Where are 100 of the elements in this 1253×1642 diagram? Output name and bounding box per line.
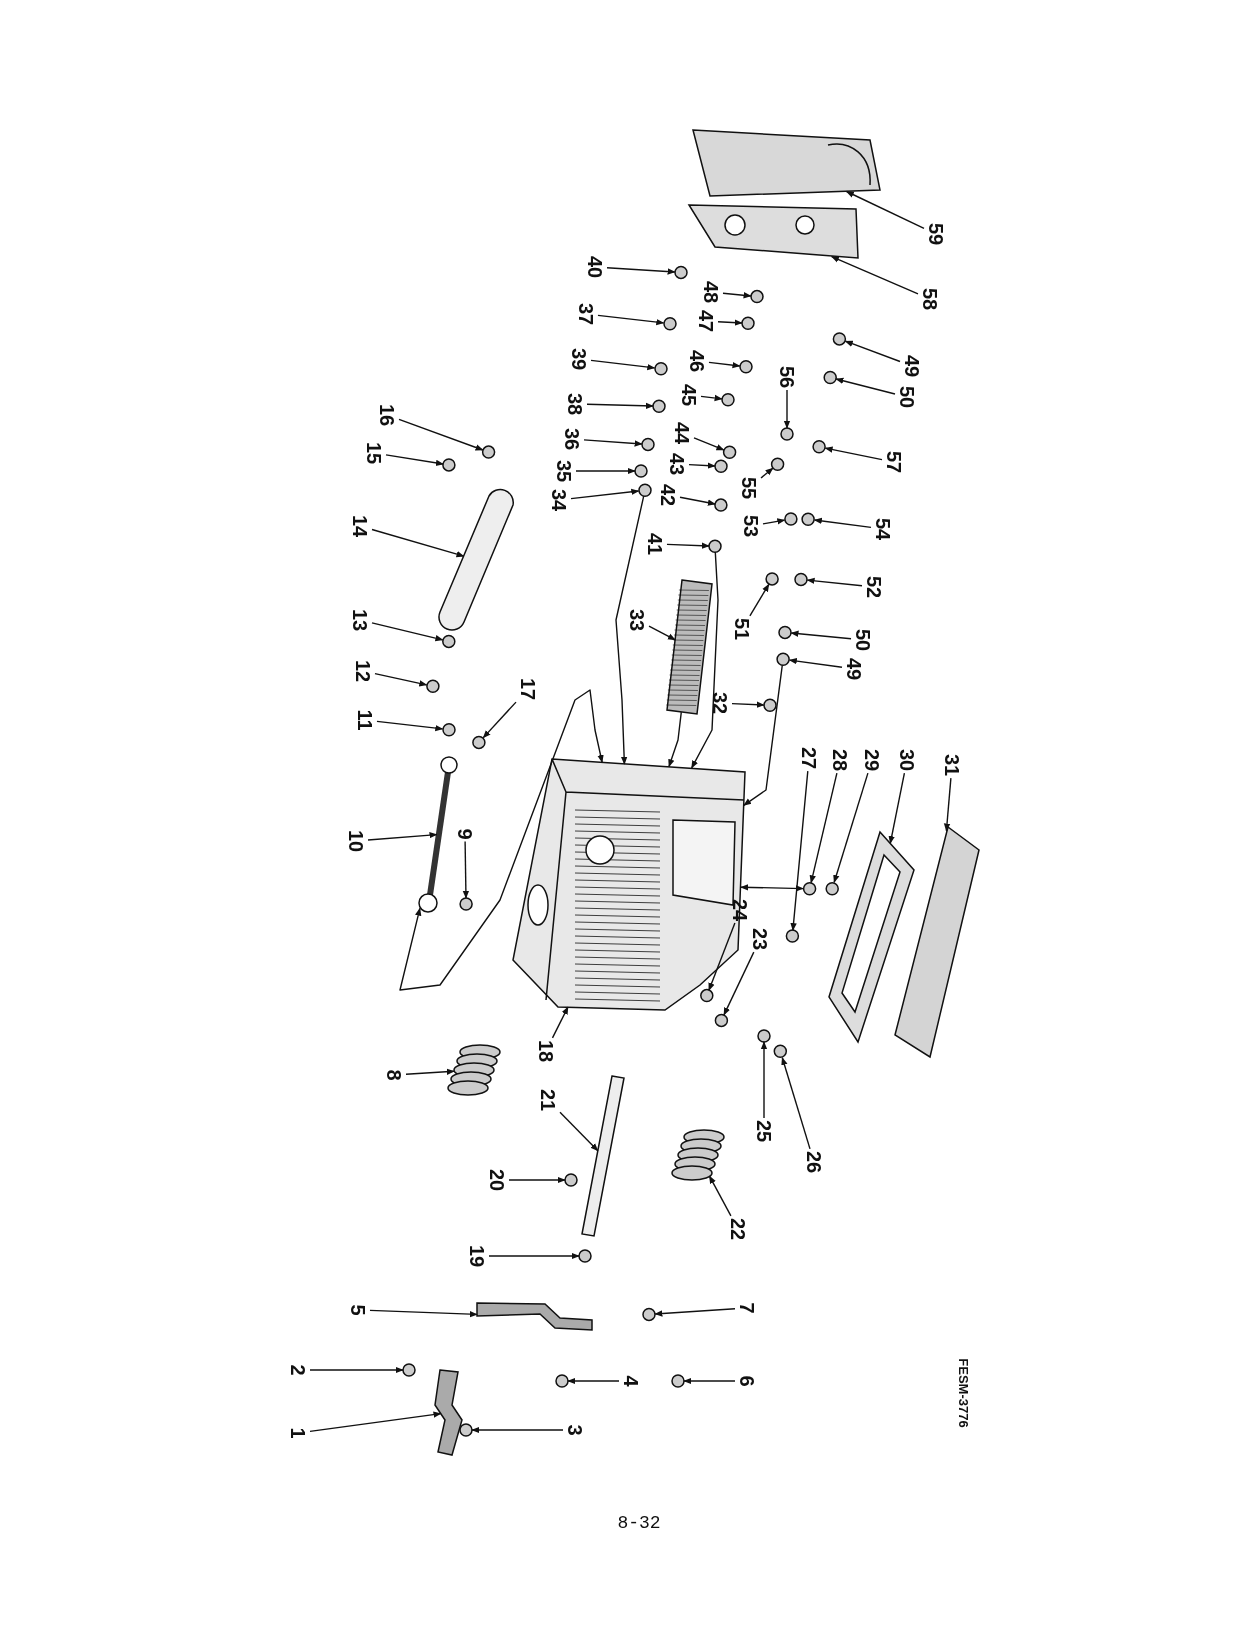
arrow bbox=[740, 884, 804, 892]
callout-number: 47 bbox=[696, 309, 716, 333]
callout-number: 2 bbox=[288, 1364, 308, 1376]
callout-number: 5 bbox=[348, 1304, 368, 1316]
callout-number: 49 bbox=[844, 657, 864, 681]
leader-line bbox=[835, 377, 896, 395]
leader-line bbox=[700, 394, 723, 402]
leader-line bbox=[830, 255, 919, 295]
part-circle bbox=[442, 458, 456, 472]
leader-line bbox=[369, 1309, 478, 1318]
part-circle bbox=[778, 625, 792, 640]
leader-line bbox=[666, 542, 710, 549]
part-circle bbox=[785, 929, 800, 943]
part-circle bbox=[794, 572, 808, 587]
spring-drawing bbox=[671, 1129, 725, 1181]
callout-number: 59 bbox=[926, 222, 946, 246]
leader-line bbox=[371, 528, 465, 558]
spring-drawing bbox=[447, 1044, 501, 1096]
leader-line bbox=[385, 454, 444, 467]
callout-number: 18 bbox=[536, 1039, 556, 1063]
part-circle bbox=[459, 897, 473, 911]
callout-number: 33 bbox=[627, 608, 647, 632]
leader-line bbox=[723, 951, 755, 1016]
leader-line bbox=[809, 772, 838, 884]
sleeve-drawing bbox=[438, 488, 514, 631]
leader-line bbox=[708, 922, 736, 991]
leader-line bbox=[586, 402, 654, 409]
leader-line bbox=[597, 314, 665, 326]
leader-line bbox=[679, 496, 716, 506]
leader-line bbox=[654, 1308, 736, 1317]
part-circle bbox=[642, 1307, 656, 1322]
part-circle bbox=[634, 464, 648, 478]
leader-line bbox=[683, 1377, 736, 1385]
callout-number: 32 bbox=[710, 691, 730, 715]
callout-number: 50 bbox=[853, 628, 873, 652]
callout-number: 23 bbox=[750, 927, 770, 951]
leader-line bbox=[790, 770, 809, 932]
leader-line bbox=[508, 1176, 566, 1184]
part-circle bbox=[801, 512, 815, 526]
callout-number: 24 bbox=[730, 898, 750, 922]
part-circle bbox=[555, 1374, 569, 1388]
leader-line bbox=[693, 437, 725, 451]
callout-number: 34 bbox=[549, 488, 569, 512]
callout-number: 7 bbox=[737, 1302, 757, 1314]
part-circle bbox=[442, 634, 456, 649]
part-circle bbox=[638, 483, 652, 498]
rod-drawing bbox=[418, 756, 458, 913]
part-circle bbox=[823, 370, 837, 385]
arrow bbox=[743, 664, 783, 806]
leader-line bbox=[760, 467, 774, 479]
callout-number: 41 bbox=[645, 532, 665, 556]
callout-number: 49 bbox=[902, 354, 922, 378]
cover-plate-drawing bbox=[692, 129, 881, 197]
callout-number: 12 bbox=[353, 659, 373, 683]
leader-line bbox=[583, 439, 643, 447]
leader-line bbox=[788, 657, 843, 668]
part-circle bbox=[472, 735, 486, 750]
part-circle bbox=[802, 882, 817, 896]
part-circle bbox=[426, 679, 440, 694]
callout-number: 31 bbox=[942, 753, 962, 777]
part-circle bbox=[671, 1374, 685, 1388]
callout-number: 56 bbox=[777, 365, 797, 389]
callout-number: 35 bbox=[554, 459, 574, 483]
leader-line bbox=[567, 1377, 620, 1385]
part-circle bbox=[812, 440, 826, 454]
lever-drawing bbox=[434, 1369, 463, 1456]
callout-number: 29 bbox=[862, 748, 882, 772]
part-circle bbox=[459, 1423, 473, 1437]
callout-number: 17 bbox=[518, 677, 538, 701]
leader-line bbox=[405, 1068, 455, 1075]
part-circle bbox=[739, 359, 753, 374]
part-circle bbox=[832, 332, 847, 346]
callout-number: 39 bbox=[569, 347, 589, 371]
callout-number: 46 bbox=[687, 349, 707, 373]
callout-number: 11 bbox=[355, 709, 375, 731]
housing-drawing bbox=[512, 758, 746, 1011]
leader-line bbox=[648, 625, 676, 641]
leader-line bbox=[790, 630, 852, 640]
callout-number: 1 bbox=[288, 1427, 308, 1439]
callout-number: 30 bbox=[897, 748, 917, 772]
part-circle bbox=[714, 459, 728, 474]
leader-line bbox=[806, 577, 863, 587]
arrow bbox=[615, 495, 645, 765]
leader-line bbox=[708, 1175, 732, 1217]
part-circle bbox=[402, 1363, 416, 1377]
callout-number: 50 bbox=[897, 385, 917, 409]
callout-number: 22 bbox=[728, 1217, 748, 1241]
part-circle bbox=[773, 1044, 788, 1059]
leader-line bbox=[781, 1056, 811, 1150]
part-circle bbox=[663, 316, 677, 331]
callout-number: 45 bbox=[679, 383, 699, 407]
leader-line bbox=[488, 1252, 580, 1260]
part-circle bbox=[780, 427, 794, 441]
part-circle bbox=[652, 399, 666, 413]
leader-line bbox=[471, 1426, 564, 1434]
part-circle bbox=[741, 316, 755, 331]
leader-line bbox=[762, 518, 786, 525]
leader-line bbox=[371, 622, 444, 642]
callout-number: 42 bbox=[658, 483, 678, 507]
part-circle bbox=[674, 265, 688, 280]
